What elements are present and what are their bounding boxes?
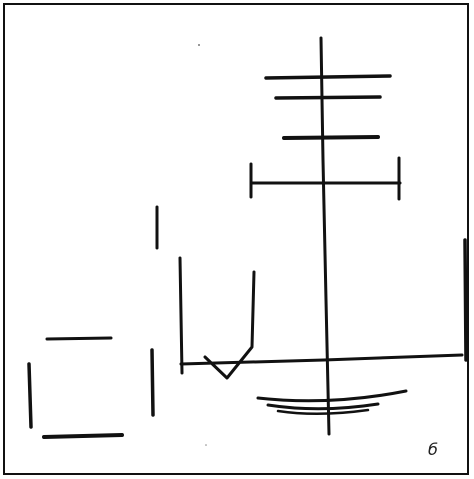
- right-tall-vertical: [465, 240, 466, 360]
- figure-corner-label: б: [428, 440, 438, 459]
- bottom-arc-2: [268, 404, 378, 409]
- top-bar-1: [266, 76, 390, 78]
- box-top-stroke: [47, 338, 111, 339]
- ink-speck: [198, 44, 200, 46]
- ink-speck: [205, 444, 207, 446]
- box-right-stroke: [152, 350, 153, 415]
- top-bar-2: [276, 97, 380, 98]
- left-tall-vertical: [180, 258, 182, 373]
- long-baseline: [181, 355, 462, 364]
- bottom-arc-1: [258, 391, 406, 401]
- bottom-arc-3: [278, 410, 368, 414]
- box-left-stroke: [29, 364, 31, 427]
- top-bar-3: [284, 137, 378, 138]
- box-bottom-stroke: [44, 435, 122, 437]
